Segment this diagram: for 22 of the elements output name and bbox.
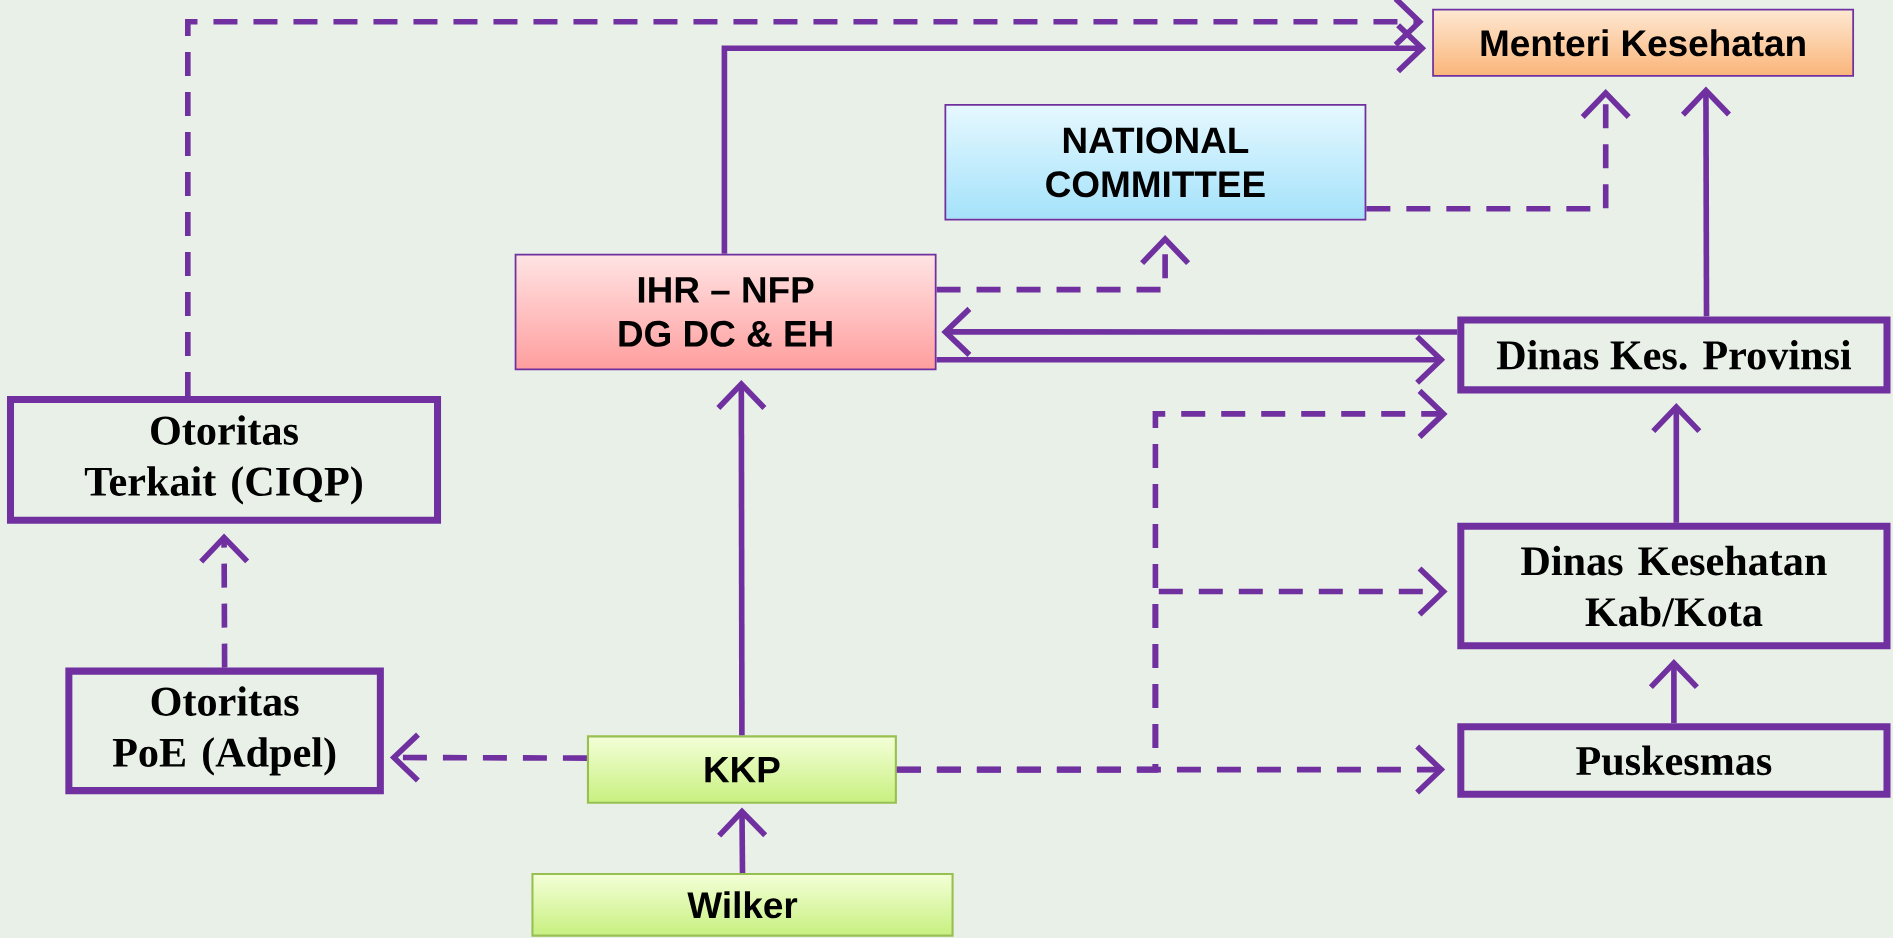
arrow <box>389 732 587 783</box>
process-box: Puskesmas <box>1457 723 1891 798</box>
process-box: Otoritas PoE (Adpel) <box>65 667 384 795</box>
arrow <box>1680 86 1731 317</box>
arrow <box>1651 403 1702 523</box>
arrow <box>1366 88 1631 212</box>
arrow <box>185 0 1424 397</box>
process-box: Dinas Kes. Provinsi <box>1457 316 1891 394</box>
arrow <box>721 23 1427 254</box>
process-box: KKP <box>586 735 897 804</box>
arrow <box>936 334 1446 385</box>
arrow <box>199 533 250 668</box>
arrow <box>941 306 1458 357</box>
process-box: Wilker <box>531 872 954 937</box>
arrow <box>936 235 1191 293</box>
process-box: Menteri Kesehatan <box>1432 8 1855 77</box>
arrow <box>716 379 767 736</box>
arrow <box>896 744 1446 795</box>
process-box: IHR – NFP DG DC & EH <box>514 253 937 371</box>
process-box: Dinas Kesehatan Kab/Kota <box>1457 522 1891 650</box>
process-box: NATIONAL COMMITTEE <box>944 104 1367 221</box>
process-box: Otoritas Terkait (CIQP) <box>7 396 442 524</box>
